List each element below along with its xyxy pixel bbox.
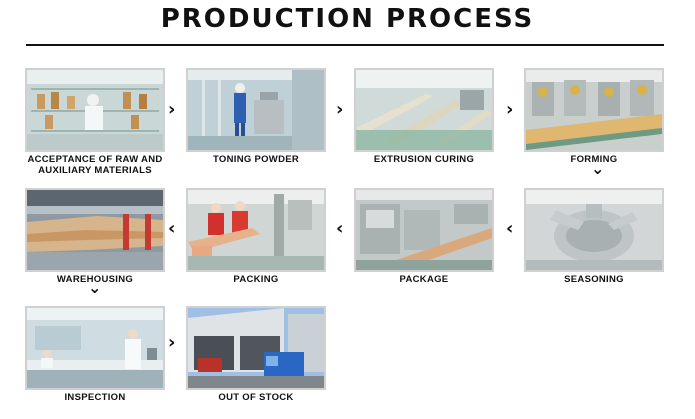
step-warehousing: WAREHOUSING bbox=[25, 188, 165, 285]
step-acceptance-photo bbox=[25, 68, 165, 152]
step-out-of-stock-photo bbox=[186, 306, 326, 390]
step-toning-powder-label: TONING POWDER bbox=[212, 154, 300, 165]
step-forming: FORMING bbox=[524, 68, 664, 165]
step-forming-photo bbox=[524, 68, 664, 152]
step-package-photo bbox=[354, 188, 494, 272]
step-inspection-photo bbox=[25, 306, 165, 390]
step-warehousing-photo bbox=[25, 188, 165, 272]
step-acceptance: ACCEPTANCE OF RAW AND AUXILIARY MATERIAL… bbox=[25, 68, 165, 176]
arrow-right-1: › bbox=[168, 99, 176, 120]
step-packing-photo bbox=[186, 188, 326, 272]
step-extrusion-curing-label: EXTRUSION CURING bbox=[373, 154, 475, 165]
arrow-left-1: ‹ bbox=[506, 218, 514, 239]
arrow-down-1: ⌄ bbox=[591, 159, 605, 178]
step-extrusion-curing-photo bbox=[354, 68, 494, 152]
step-warehousing-label: WAREHOUSING bbox=[56, 274, 134, 285]
step-package-label: PACKAGE bbox=[399, 274, 449, 285]
arrow-down-2: ⌄ bbox=[88, 278, 102, 297]
arrow-right-2: › bbox=[336, 99, 344, 120]
step-packing-label: PACKING bbox=[233, 274, 279, 285]
arrow-left-3: ‹ bbox=[168, 218, 176, 239]
step-package: PACKAGE bbox=[354, 188, 494, 285]
step-forming-label: FORMING bbox=[570, 154, 618, 165]
step-out-of-stock: OUT OF STOCK bbox=[186, 306, 326, 403]
arrow-left-2: ‹ bbox=[336, 218, 344, 239]
step-inspection-label: INSPECTION bbox=[64, 392, 126, 403]
step-packing: PACKING bbox=[186, 188, 326, 285]
step-inspection: INSPECTION bbox=[25, 306, 165, 403]
step-toning-powder-photo bbox=[186, 68, 326, 152]
title-underline bbox=[26, 44, 664, 46]
step-acceptance-label: ACCEPTANCE OF RAW AND AUXILIARY MATERIAL… bbox=[27, 154, 163, 176]
step-out-of-stock-label: OUT OF STOCK bbox=[218, 392, 294, 403]
step-seasoning-label: SEASONING bbox=[564, 274, 624, 285]
step-extrusion-curing: EXTRUSION CURING bbox=[354, 68, 494, 165]
step-seasoning-photo bbox=[524, 188, 664, 272]
arrow-right-3: › bbox=[506, 99, 514, 120]
step-toning-powder: TONING POWDER bbox=[186, 68, 326, 165]
arrow-right-4: › bbox=[168, 332, 176, 353]
page-title: PRODUCTION PROCESS bbox=[160, 4, 535, 34]
step-seasoning: SEASONING bbox=[524, 188, 664, 285]
